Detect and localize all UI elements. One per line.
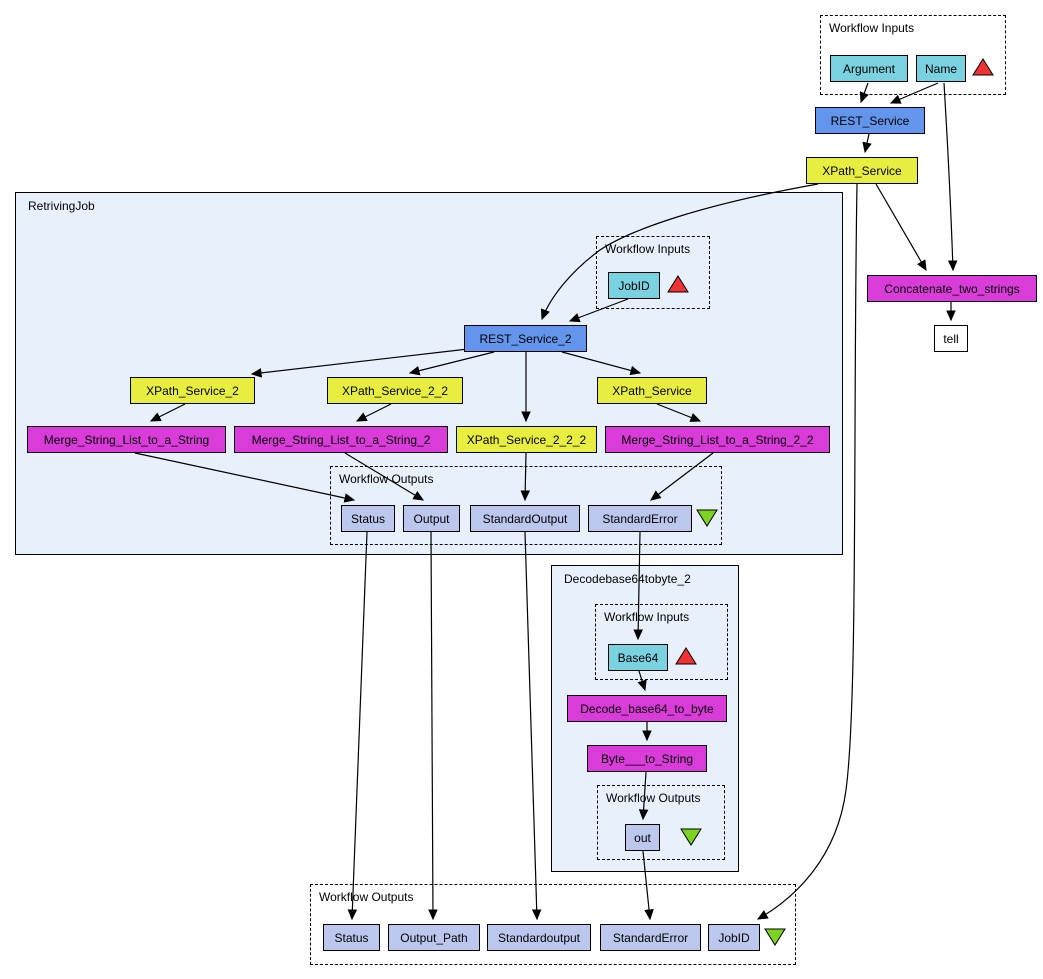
input-port-triangle-icon [675, 647, 697, 665]
node-merge-string-list-2[interactable]: Merge_String_List_to_a_String_2 [234, 426, 448, 453]
decode-workflow-inputs-group: Workflow Inputs [595, 604, 728, 680]
node-bottom-jobid[interactable]: JobID [708, 924, 760, 951]
group-title: Workflow Outputs [319, 890, 414, 904]
node-bottom-status[interactable]: Status [323, 924, 380, 951]
node-bottom-output-path[interactable]: Output_Path [388, 924, 480, 951]
node-byte-to-string[interactable]: Byte___to_String [587, 745, 707, 772]
nested-workflow-title: RetrivingJob [28, 199, 95, 213]
node-rest-service[interactable]: REST_Service [815, 107, 925, 134]
node-output-status[interactable]: Status [341, 505, 395, 532]
node-bottom-standardoutput[interactable]: Standardoutput [487, 924, 591, 951]
node-output-output[interactable]: Output [403, 505, 460, 532]
node-rest-service-2[interactable]: REST_Service_2 [464, 325, 587, 352]
node-merge-string-list-2-2[interactable]: Merge_String_List_to_a_String_2_2 [605, 426, 830, 453]
node-xpath-service-2-2-2[interactable]: XPath_Service_2_2_2 [456, 426, 597, 453]
node-xpath-service-2[interactable]: XPath_Service_2 [130, 377, 255, 404]
group-title: Workflow Inputs [829, 21, 915, 35]
node-input-base64[interactable]: Base64 [608, 644, 668, 671]
node-output-out[interactable]: out [625, 824, 660, 851]
node-output-standardoutput[interactable]: StandardOutput [470, 505, 580, 532]
node-bottom-standarderror[interactable]: StandardError [600, 924, 701, 951]
node-merge-string-list[interactable]: Merge_String_List_to_a_String [27, 426, 226, 453]
group-title: Workflow Outputs [339, 472, 434, 486]
edge-rest-service-to-xpath-service [862, 133, 872, 154]
group-title: Workflow Outputs [606, 791, 701, 805]
node-inner-xpath-service[interactable]: XPath_Service [597, 377, 707, 404]
node-xpath-service-2-2[interactable]: XPath_Service_2_2 [327, 377, 463, 404]
output-port-triangle-icon [764, 928, 786, 946]
node-tell[interactable]: tell [934, 325, 968, 352]
node-concatenate-two-strings[interactable]: Concatenate_two_strings [867, 275, 1037, 302]
edge-xpath-service-to-concatenate [875, 183, 927, 272]
nested-workflow-title: Decodebase64tobyte_2 [564, 572, 691, 586]
output-port-triangle-icon [696, 509, 718, 527]
node-input-name[interactable]: Name [916, 55, 966, 82]
group-title: Workflow Inputs [605, 242, 691, 256]
group-title: Workflow Inputs [604, 610, 690, 624]
decode-workflow-outputs-group: Workflow Outputs [597, 785, 725, 860]
input-port-triangle-icon [972, 58, 994, 76]
input-port-triangle-icon [667, 275, 689, 293]
node-output-standarderror[interactable]: StandardError [588, 505, 692, 532]
node-input-argument[interactable]: Argument [830, 55, 908, 82]
node-input-jobid[interactable]: JobID [608, 272, 660, 299]
node-decode-base64-to-byte[interactable]: Decode_base64_to_byte [567, 695, 727, 722]
edge-output-to-output-path [428, 531, 438, 921]
edge-name-to-concatenate [943, 82, 958, 272]
edge-status-to-bottom-status [347, 531, 368, 921]
edge-standardoutput-to-bottom-standardoutput [524, 531, 542, 921]
node-xpath-service[interactable]: XPath_Service [806, 157, 918, 184]
output-port-triangle-icon [680, 828, 702, 846]
